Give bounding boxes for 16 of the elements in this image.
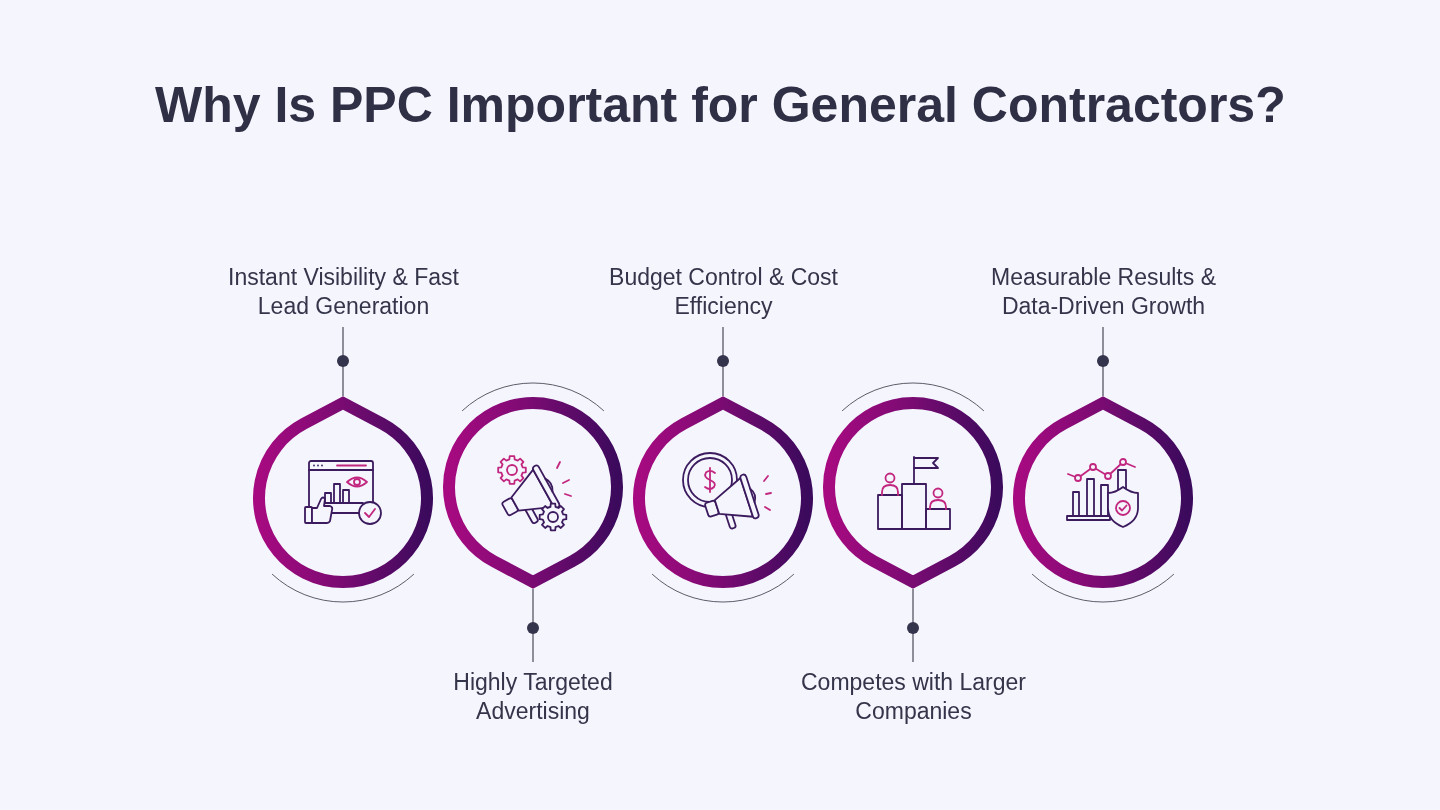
leader-line	[717, 326, 729, 397]
leader-line	[527, 588, 539, 663]
drop-shape	[1013, 396, 1193, 588]
drop-shape	[253, 396, 433, 588]
leader-line	[337, 326, 349, 397]
benefit-label: Competes with Larger Companies	[800, 668, 1027, 726]
benefit-label: Measurable Results & Data-Driven Growth	[990, 263, 1217, 321]
benefit-label: Highly Targeted Advertising	[452, 668, 614, 726]
drop-shape	[823, 397, 1003, 589]
benefit-label: Budget Control & Cost Efficiency	[608, 263, 839, 321]
title: Why Is PPC Important for General Contractors?	[155, 76, 1286, 135]
leader-line	[1097, 326, 1109, 397]
leader-line	[907, 588, 919, 663]
drop-shape	[443, 397, 623, 589]
drop-shape	[633, 396, 813, 588]
benefit-label: Instant Visibility & Fast Lead Generation	[227, 263, 460, 321]
